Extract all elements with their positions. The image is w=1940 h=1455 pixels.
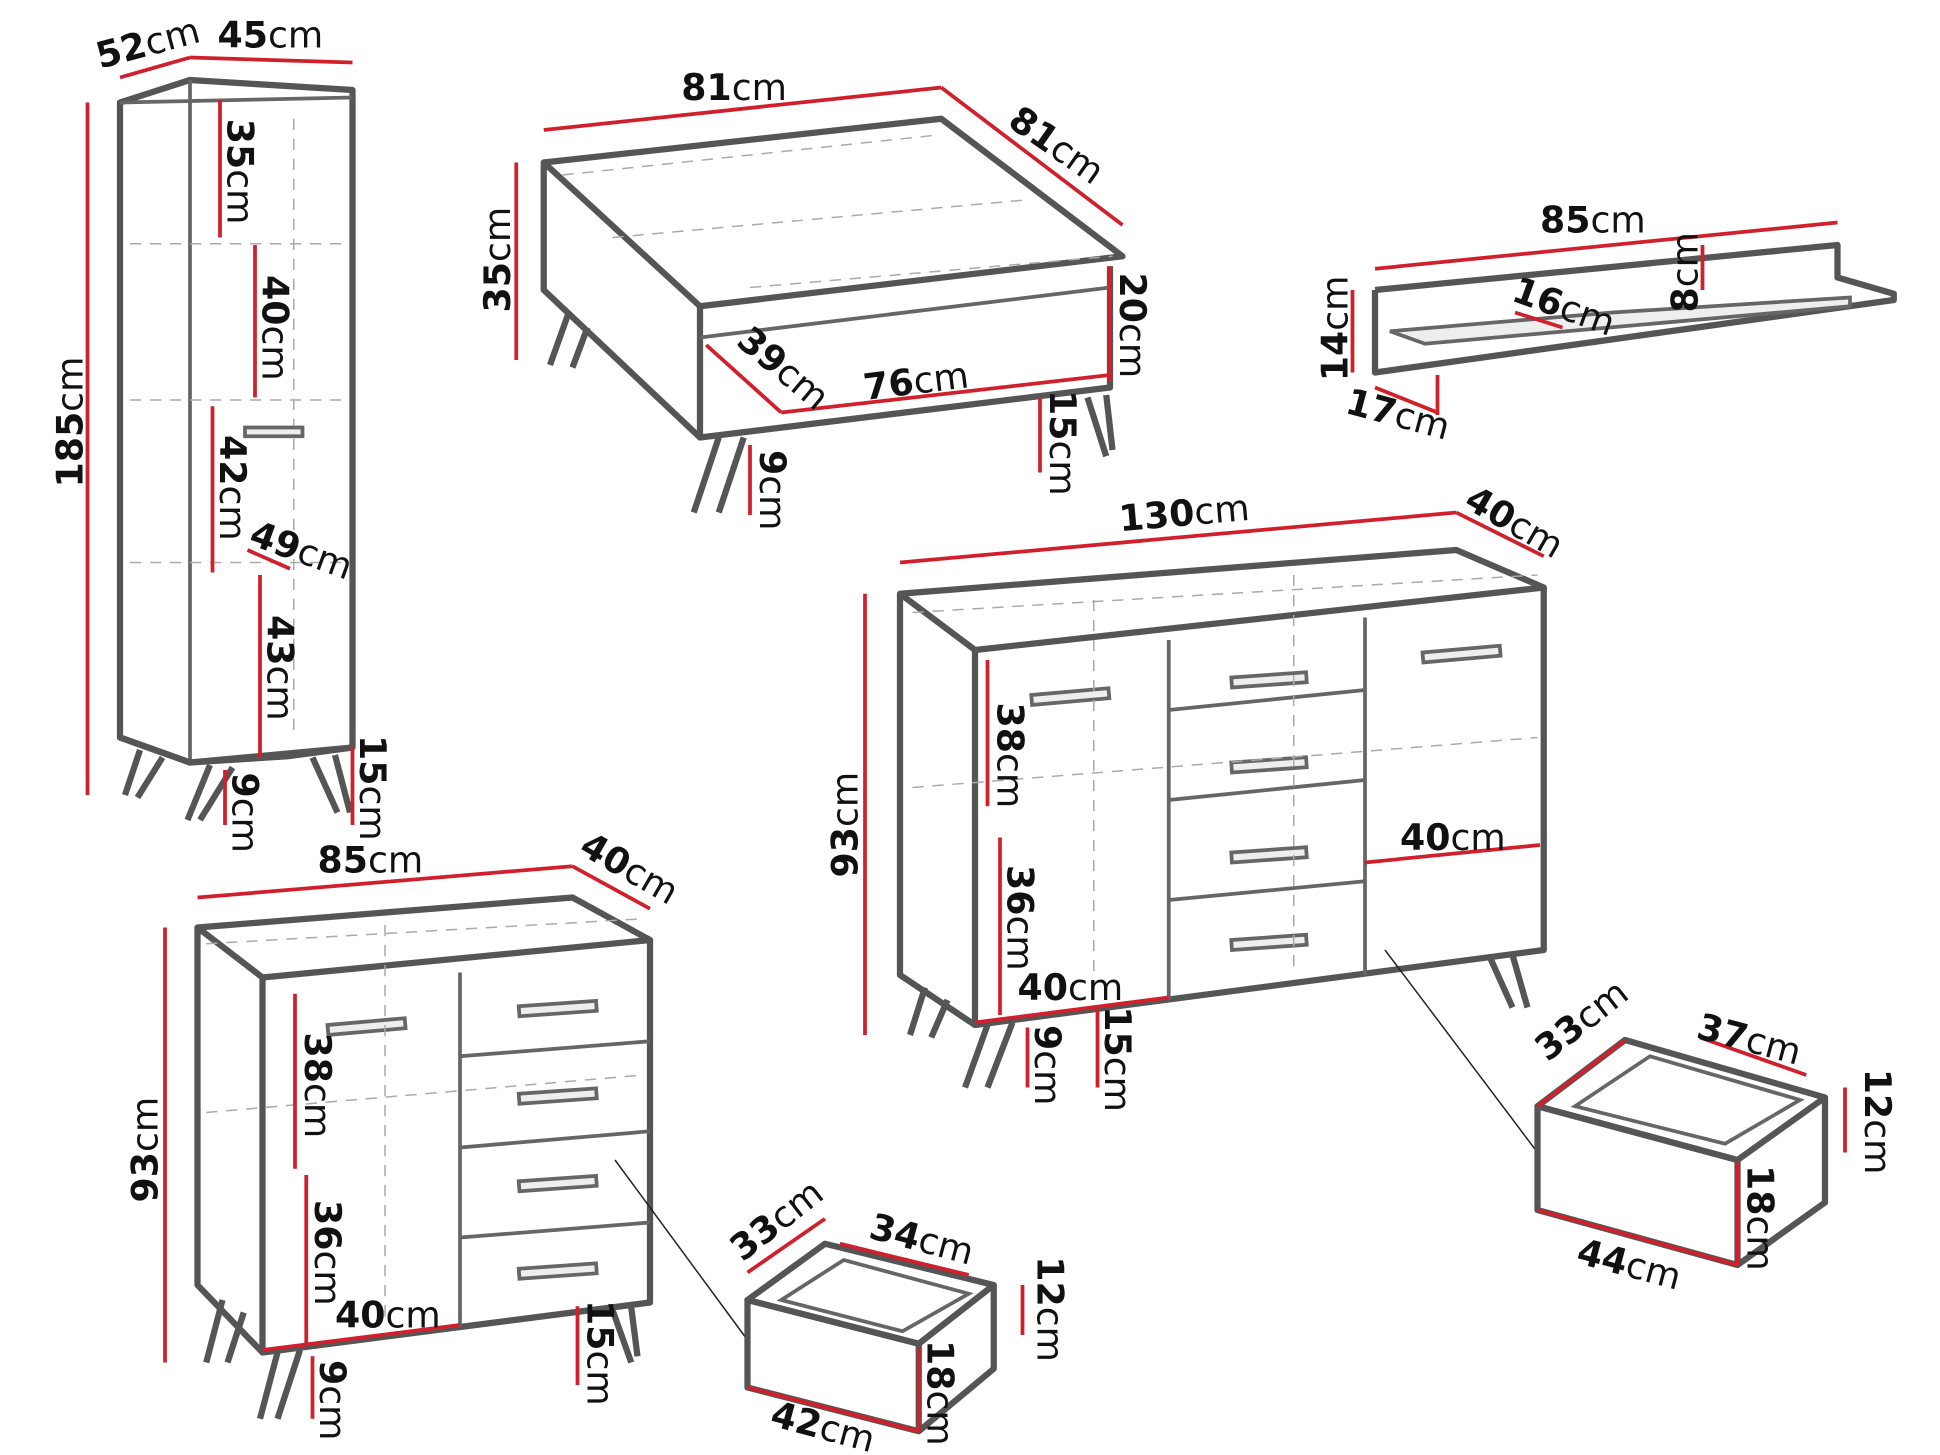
- sideboard-drawer-drawing: [1534, 1035, 1847, 1269]
- label-sideboard-bottom: 40cm: [1018, 966, 1124, 1009]
- label-tall-width: 45cm: [218, 14, 324, 57]
- label-dd-front-width: 42cm: [766, 1392, 879, 1455]
- label-dresser-bottom: 40cm: [335, 1294, 441, 1337]
- label-shelf-top: 8cm: [1664, 232, 1707, 312]
- label-dresser-upper: 38cm: [296, 1033, 339, 1139]
- label-sideboard-height: 93cm: [824, 772, 867, 878]
- coffee-table-drawing: [514, 85, 1126, 515]
- label-dresser-plinth: 9cm: [311, 1360, 354, 1440]
- label-dd-front-height: 18cm: [919, 1340, 962, 1446]
- dresser-drawing: [163, 864, 749, 1420]
- label-sd-front-width: 44cm: [1573, 1230, 1686, 1299]
- label-tall-shelf3: 42cm: [211, 435, 254, 541]
- label-table-inner-width: 76cm: [861, 353, 971, 409]
- label-dresser-height: 93cm: [124, 1097, 167, 1203]
- dresser-drawer-labels: 33cm 34cm 12cm 18cm 42cm: [722, 1171, 1072, 1455]
- label-sideboard-upper: 38cm: [989, 703, 1032, 809]
- label-shelf-height: 14cm: [1314, 276, 1357, 382]
- label-table-width: 81cm: [681, 66, 787, 109]
- label-sideboard-plinth: 9cm: [1026, 1025, 1069, 1105]
- label-dd-inner-height: 12cm: [1029, 1256, 1072, 1362]
- sideboard-drawing: [863, 510, 1547, 1153]
- label-table-legs: 15cm: [1041, 390, 1084, 496]
- label-dresser-legs: 15cm: [579, 1300, 622, 1406]
- label-sd-front-height: 18cm: [1739, 1165, 1782, 1271]
- label-tall-shelf2: 40cm: [254, 275, 297, 381]
- dresser-drawer-drawing: [744, 1217, 1025, 1435]
- label-table-height: 35cm: [476, 207, 519, 313]
- label-tall-height: 185cm: [49, 357, 92, 488]
- label-tall-depth: 52cm: [91, 9, 204, 78]
- wall-shelf-drawing: [1350, 220, 1897, 415]
- label-sideboard-width: 130cm: [1117, 486, 1251, 540]
- label-tall-shelf4: 43cm: [259, 615, 302, 721]
- label-dd-inner-width: 34cm: [865, 1205, 978, 1274]
- label-sd-depth: 33cm: [1527, 971, 1637, 1070]
- coffee-table-labels: 81cm 81cm 35cm 20cm 39cm 76cm 15cm 9cm: [476, 66, 1154, 530]
- tall-cabinet-labels: 52cm 45cm 185cm 35cm 40cm 42cm 49cm 43cm…: [49, 9, 395, 853]
- label-sideboard-door: 40cm: [1400, 816, 1506, 859]
- label-tall-legs: 15cm: [351, 735, 394, 841]
- tall-cabinet-drawing: [85, 55, 356, 825]
- label-tall-shelf1: 35cm: [219, 119, 262, 225]
- label-table-plinth: 9cm: [751, 450, 794, 530]
- label-sideboard-depth: 40cm: [1458, 477, 1571, 567]
- label-sd-inner-height: 12cm: [1856, 1069, 1899, 1175]
- label-tall-plinth: 9cm: [224, 773, 267, 853]
- label-table-inner-depth: 39cm: [729, 318, 838, 419]
- label-sideboard-legs: 15cm: [1096, 1006, 1139, 1112]
- label-shelf-width: 85cm: [1540, 199, 1646, 242]
- label-table-top: 20cm: [1111, 273, 1154, 379]
- label-sideboard-lower: 36cm: [999, 865, 1042, 971]
- sideboard-drawer-labels: 33cm 37cm 12cm 18cm 44cm: [1527, 971, 1899, 1299]
- label-dresser-lower: 36cm: [306, 1200, 349, 1306]
- label-dresser-width: 85cm: [318, 839, 424, 882]
